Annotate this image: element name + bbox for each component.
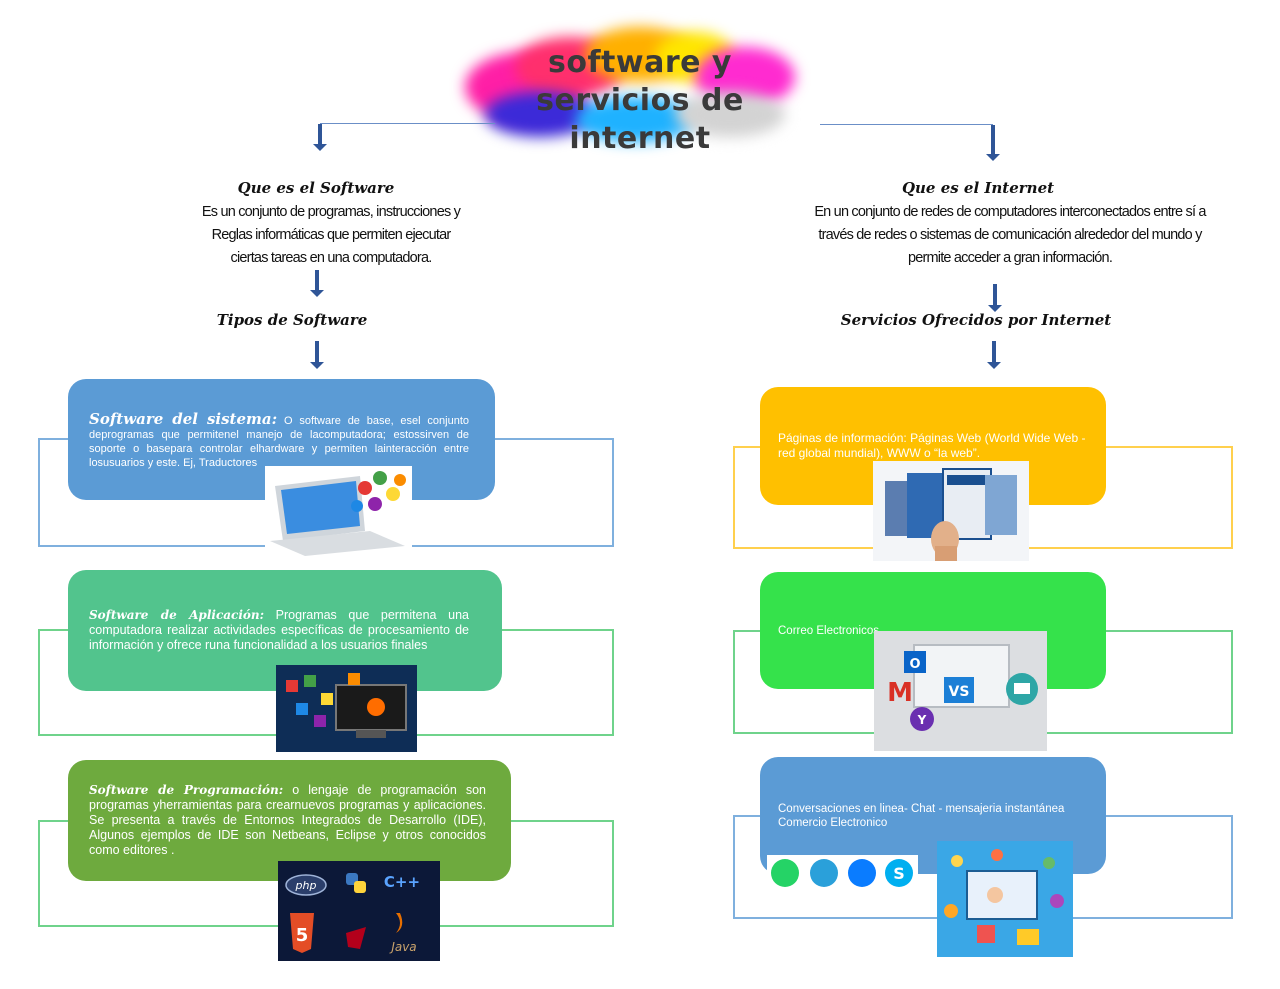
arrow-down-icon xyxy=(310,341,324,369)
svg-text:M: M xyxy=(887,678,913,708)
internet-services-heading: Servicios Ofrecidos por Internet xyxy=(840,311,1112,329)
svg-text:Y: Y xyxy=(917,713,927,727)
chat-ecommerce-icon xyxy=(937,841,1073,957)
arrow-down-icon xyxy=(310,270,324,297)
software-programming-text: o lengaje de programación son programas … xyxy=(89,783,486,857)
connector-left-top xyxy=(320,123,495,124)
svg-text:C++: C++ xyxy=(384,873,420,891)
svg-text:5: 5 xyxy=(296,925,309,946)
svg-text:php: php xyxy=(295,879,317,892)
svg-text:S: S xyxy=(893,864,905,883)
page-title: software y servicios de internet xyxy=(536,45,744,156)
software-programming-box: Software de Programación: o lengaje de p… xyxy=(68,760,511,881)
svg-text:VS: VS xyxy=(949,684,970,700)
software-description: Es un conjunto de programas, instruccion… xyxy=(201,204,461,266)
software-types-heading: Tipos de Software xyxy=(216,311,368,329)
web-pages-text: Páginas de información: Páginas Web (Wor… xyxy=(778,431,1086,460)
email-text: Correo Electronicos xyxy=(778,625,879,637)
title-splash xyxy=(455,22,827,162)
internet-heading: Que es el Internet xyxy=(901,179,1055,197)
software-programming-title: Software de Programación: xyxy=(89,783,284,797)
laptop-apps-icon xyxy=(265,466,412,558)
arrow-down-icon xyxy=(988,284,1002,312)
software-heading: Que es el Software xyxy=(237,179,395,197)
software-application-text: Programas que permitena una computadora … xyxy=(89,608,469,652)
connector-right-top xyxy=(820,124,993,125)
software-system-title: Software del sistema: xyxy=(89,410,278,428)
arrow-down-icon xyxy=(313,124,327,151)
software-system-text: O software de base, esel conjunto deprog… xyxy=(89,415,470,469)
chat-text: Conversaciones en linea- Chat - mensajer… xyxy=(778,803,1065,815)
web-pages-icon xyxy=(873,461,1029,561)
email-apps-icon: O M VS Y xyxy=(874,631,1047,751)
svg-text:Java: Java xyxy=(389,940,416,954)
monitor-apps-icon xyxy=(276,665,417,752)
messaging-apps-icon: S xyxy=(767,855,918,891)
arrow-down-icon xyxy=(987,341,1001,369)
software-system-box: Software del sistema: O software de base… xyxy=(68,379,495,500)
software-application-title: Software de Aplicación: xyxy=(89,608,265,622)
programming-languages-icon: php C++ 5 Java xyxy=(278,861,440,961)
internet-description: En un conjunto de redes de computadores … xyxy=(814,204,1206,266)
svg-text:O: O xyxy=(909,657,920,672)
arrow-down-icon xyxy=(986,125,1000,161)
ecommerce-text: Comercio Electronico xyxy=(778,817,888,829)
